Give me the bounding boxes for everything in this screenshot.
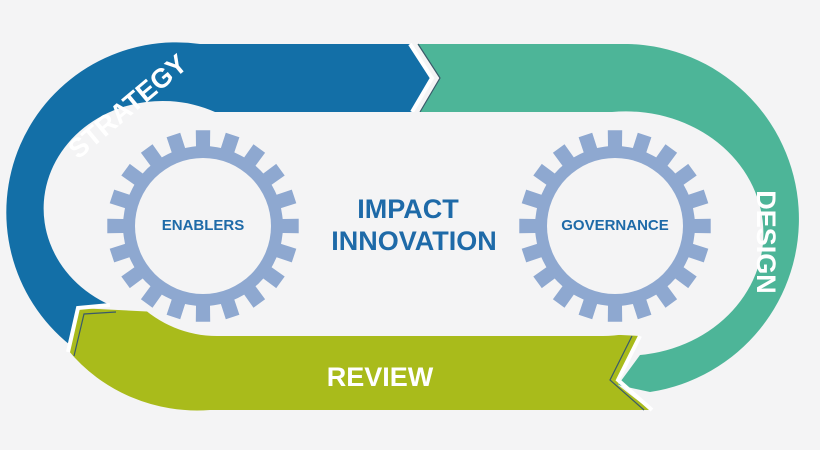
- chevron-bottom-right-outer: [609, 335, 645, 411]
- chevron-left: [66, 303, 111, 353]
- chevron-top-outer: [417, 43, 441, 113]
- center-title-line1: IMPACT: [357, 194, 459, 224]
- chevron-left-outer: [73, 311, 117, 357]
- chevron-top: [408, 42, 435, 114]
- gear-icon: [107, 130, 299, 322]
- design-label: DESIGN: [751, 190, 781, 294]
- chevron-bottom-right: [615, 335, 654, 412]
- enablers-label: ENABLERS: [162, 217, 245, 234]
- center-title-line2: INNOVATION: [331, 226, 497, 256]
- gear-icon: [519, 130, 711, 322]
- design-band: [418, 44, 799, 392]
- strategy-band: [6, 42, 435, 345]
- review-label: REVIEW: [327, 362, 434, 392]
- gear-hub: [547, 158, 683, 294]
- governance-label: GOVERNANCE: [561, 217, 669, 234]
- gear-hub: [135, 158, 271, 294]
